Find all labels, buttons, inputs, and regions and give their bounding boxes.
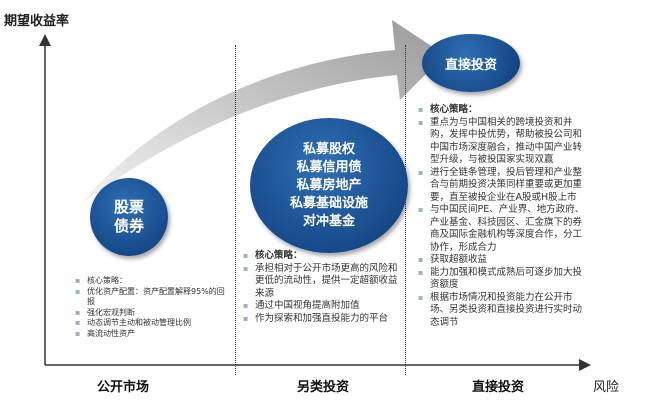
strategy-item: 通过中国视角提高附加值 [243,300,401,313]
category-alternative: 另类投资 [297,380,350,395]
strategy-item: 根据市场情况和投资能力在公开市场、另类投资和直接投资进行实时动态调节 [418,292,588,330]
strategy-item: 强化宏观判断 [75,308,225,319]
strategy-item: 能力加强和模式成熟后可逐步加大投资额度 [418,267,588,292]
category-public: 公开市场 [97,380,150,395]
strategy-item: 作为探索和加强直投能力的平台 [243,313,401,326]
circle-public: 股票 债券 [90,178,168,256]
strategy-item: 重点为与中国相关的跨境投资和并购，发挥中投优势，帮助被投公司和中国市场深度融合，… [418,117,588,167]
strategy-item: 动态调节主动和被动管理比例 [75,318,225,329]
divider [235,45,236,375]
strategy-alternative: 核心策略： 承担相对于公开市场更高的风险和更低的流动性，提供一定超额收益来源 通… [243,250,401,325]
strategy-item: 进行全链条管理，投后管理和产业整合与前期投资决策同样重要或更加重要，直至被投企业… [418,167,588,205]
divider [405,45,406,375]
strategy-public: 核心策略： 优化资产配置：资产配置解释95%的回报 强化宏观判断 动态调节主动和… [75,276,225,339]
strategy-direct: 核心策略： 重点为与中国相关的跨境投资和并购，发挥中投优势，帮助被投公司和中国市… [418,104,588,329]
circle-text: 直接投资 [444,57,497,73]
circle-text: 债券 [113,217,144,235]
strategy-item: 核心策略： [75,276,225,287]
y-axis-label: 期望收益率 [4,14,70,29]
circle-text: 私募房地产 [296,177,362,193]
circle-direct: 直接投资 [422,34,520,92]
circle-text: 私募股权 [302,141,355,157]
circle-text: 股票 [113,198,144,216]
strategy-item: 核心策略： [243,250,401,263]
x-axis-label: 风险 [593,380,620,395]
circle-text: 私募基础设施 [289,195,368,211]
strategy-item: 获取超额收益 [418,254,588,267]
category-direct: 直接投资 [472,380,525,395]
circle-alternative: 私募股权 私募信用债 私募房地产 私募基础设施 对冲基金 [250,118,408,253]
circle-text: 对冲基金 [302,213,355,229]
growth-arrow [80,20,445,205]
strategy-item: 优化资产配置：资产配置解释95%的回报 [75,287,225,308]
strategy-item: 高流动性资产 [75,329,225,340]
circle-text: 私募信用债 [296,159,362,175]
strategy-item: 核心策略： [418,104,588,117]
strategy-item: 与中国民间PE、产业界、地方政府、产业基金、科技园区、汇金旗下的券商及国际金融机… [418,204,588,254]
strategy-item: 承担相对于公开市场更高的风险和更低的流动性，提供一定超额收益来源 [243,263,401,301]
